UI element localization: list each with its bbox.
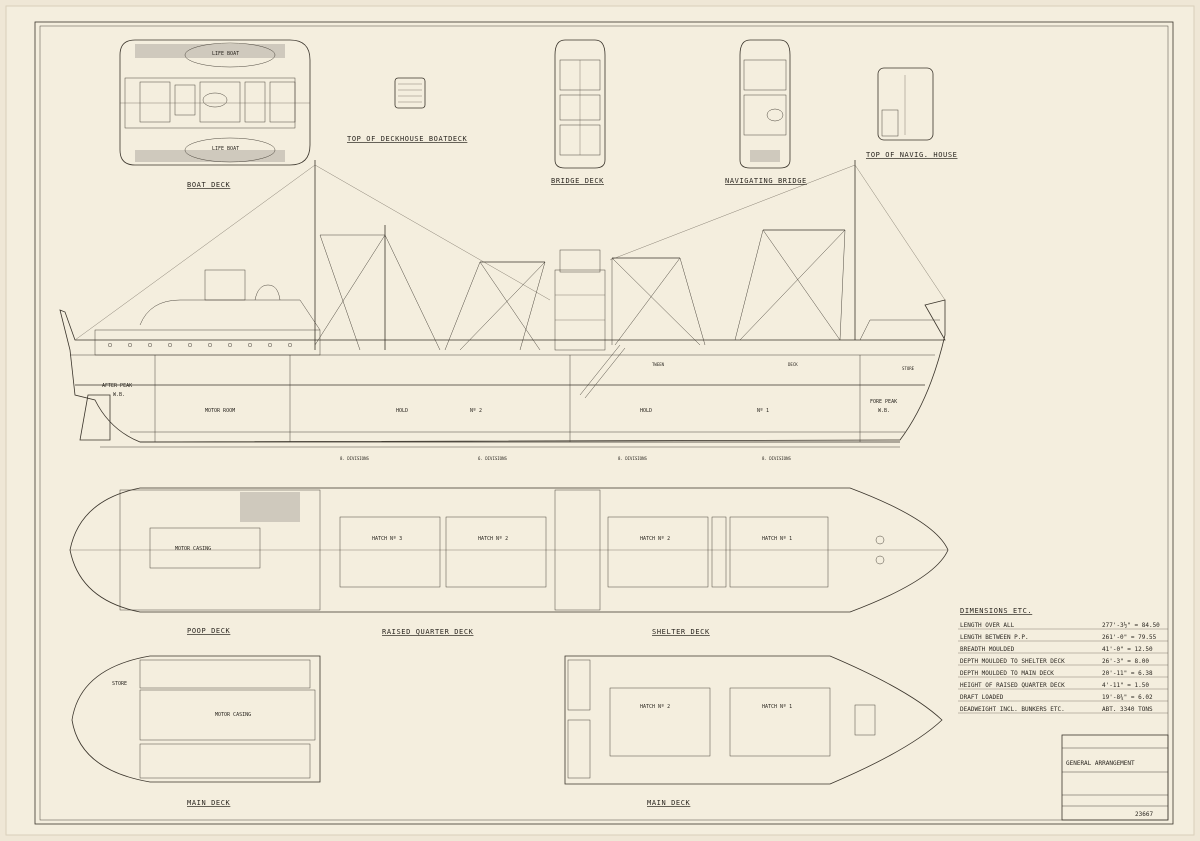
- no2-label: Nº 2: [470, 408, 482, 414]
- main-deck-store-label: STORE: [112, 681, 127, 687]
- poop-deck-label: POOP DECK: [187, 627, 231, 635]
- dimension-label: HEIGHT OF RAISED QUARTER DECK: [960, 682, 1065, 689]
- boat-deck-plan: LIFE BOAT LIFE BOAT: [119, 39, 311, 166]
- dimension-row: DEADWEIGHT INCL. BUNKERS ETC. ABT. 3340 …: [958, 706, 1168, 714]
- outer-border: [34, 21, 1174, 825]
- bridge-deck-label: BRIDGE DECK: [551, 177, 604, 185]
- ship-profile: [59, 160, 946, 448]
- dimension-value: 277'-3½" = 84.50: [1102, 622, 1160, 629]
- dimension-value: 4'-11" = 1.50: [1102, 682, 1149, 689]
- inner-border: [39, 25, 1169, 821]
- dimension-value: 20'-11" = 6.38: [1102, 670, 1153, 677]
- divisions-label-1: 8. DIVISIONS: [340, 456, 369, 461]
- drawing-title: GENERAL ARRANGEMENT: [1066, 760, 1135, 767]
- dimension-row: DRAFT LOADED 19'-8¾" = 6.02: [958, 694, 1168, 702]
- hatch-no2-fwd-label: HATCH Nº 2: [640, 536, 670, 542]
- dimension-row: LENGTH BETWEEN P.P. 261'-0" = 79.55: [958, 634, 1168, 642]
- dimensions-table: DIMENSIONS ETC. LENGTH OVER ALL 277'-3½"…: [958, 607, 1168, 714]
- dimension-label: LENGTH OVER ALL: [960, 622, 1015, 629]
- hatch-no1-label: HATCH Nº 1: [762, 536, 792, 542]
- after-peak-label: AFTER PEAK: [102, 383, 132, 389]
- motor-casing-label: MOTOR CASING: [175, 546, 211, 552]
- bridge-deck-plan: [554, 39, 606, 169]
- navigating-bridge-label: NAVIGATING BRIDGE: [725, 177, 807, 185]
- main-deck-fwd-plan: [564, 655, 943, 785]
- shelter-deck-label: SHELTER DECK: [652, 628, 710, 636]
- dimension-row: DEPTH MOULDED TO SHELTER DECK 26'-3" = 8…: [958, 658, 1168, 666]
- divisions-label-4: 8. DIVISIONS: [762, 456, 791, 461]
- dimension-label: DEPTH MOULDED TO SHELTER DECK: [960, 658, 1065, 665]
- dimensions-title: DIMENSIONS ETC.: [960, 607, 1032, 615]
- tween-label: TWEEN: [652, 362, 665, 367]
- store-label: STORE: [902, 366, 915, 371]
- hold-aft-label: HOLD: [396, 408, 408, 414]
- dimension-label: BREADTH MOULDED: [960, 646, 1015, 653]
- hold-fwd-label: HOLD: [640, 408, 652, 414]
- boat-deck-label: BOAT DECK: [187, 181, 231, 189]
- navigating-bridge-plan: [739, 39, 791, 169]
- dimension-row: DEPTH MOULDED TO MAIN DECK 20'-11" = 6.3…: [958, 670, 1168, 678]
- raised-quarter-deck-label: RAISED QUARTER DECK: [382, 628, 474, 636]
- life-boat-label-2: LIFE BOAT: [212, 146, 239, 152]
- top-of-deckhouse-plan: [394, 77, 426, 109]
- fore-peak-label: FORE PEAK: [870, 399, 897, 405]
- dimension-value: 261'-0" = 79.55: [1102, 634, 1157, 641]
- top-of-deckhouse-label: TOP OF DECKHOUSE BOATDECK: [347, 135, 468, 143]
- top-of-navig-house-plan: [877, 67, 934, 141]
- fore-peak-wb-label: W.B.: [878, 408, 890, 414]
- dimension-label: DEADWEIGHT INCL. BUNKERS ETC.: [960, 706, 1065, 713]
- drawing-number: 23667: [1135, 811, 1153, 818]
- after-peak-wb-label: W.B.: [113, 392, 125, 398]
- dimension-row: BREADTH MOULDED 41'-0" = 12.50: [958, 646, 1168, 654]
- dimension-row: HEIGHT OF RAISED QUARTER DECK 4'-11" = 1…: [958, 682, 1168, 690]
- main-deck-aft-label: MAIN DECK: [187, 799, 231, 807]
- hatch-no2-main-label: HATCH Nº 2: [640, 704, 670, 710]
- motor-casing-main-label: MOTOR CASING: [215, 712, 251, 718]
- hatch-no1-main-label: HATCH Nº 1: [762, 704, 792, 710]
- life-boat-label-1: LIFE BOAT: [212, 51, 239, 57]
- dimension-value: 26'-3" = 8.00: [1102, 658, 1149, 665]
- motor-room-label: MOTOR ROOM: [205, 408, 235, 414]
- title-block: GENERAL ARRANGEMENT 23667: [1061, 734, 1169, 821]
- dimension-value: ABT. 3340 TONS: [1102, 706, 1153, 713]
- deck-plan-middle: [69, 487, 949, 613]
- dimension-value: 19'-8¾" = 6.02: [1102, 694, 1153, 701]
- dimension-row: LENGTH OVER ALL 277'-3½" = 84.50: [958, 622, 1168, 630]
- hatch-no2-aft-label: HATCH Nº 2: [478, 536, 508, 542]
- main-deck-fwd-label: MAIN DECK: [647, 799, 691, 807]
- dimension-label: LENGTH BETWEEN P.P.: [960, 634, 1029, 641]
- deck-label: DECK: [788, 362, 798, 367]
- dimension-value: 41'-0" = 12.50: [1102, 646, 1153, 653]
- hatch-no3-label: HATCH Nº 3: [372, 536, 402, 542]
- divisions-label-2: 6. DIVISIONS: [478, 456, 507, 461]
- dimension-label: DRAFT LOADED: [960, 694, 1004, 701]
- top-of-navig-house-label: TOP OF NAVIG. HOUSE: [866, 151, 957, 159]
- main-deck-aft-plan: [71, 655, 321, 783]
- divisions-label-3: 8. DIVISIONS: [618, 456, 647, 461]
- dimension-label: DEPTH MOULDED TO MAIN DECK: [960, 670, 1054, 677]
- no1-label: Nº 1: [757, 408, 769, 414]
